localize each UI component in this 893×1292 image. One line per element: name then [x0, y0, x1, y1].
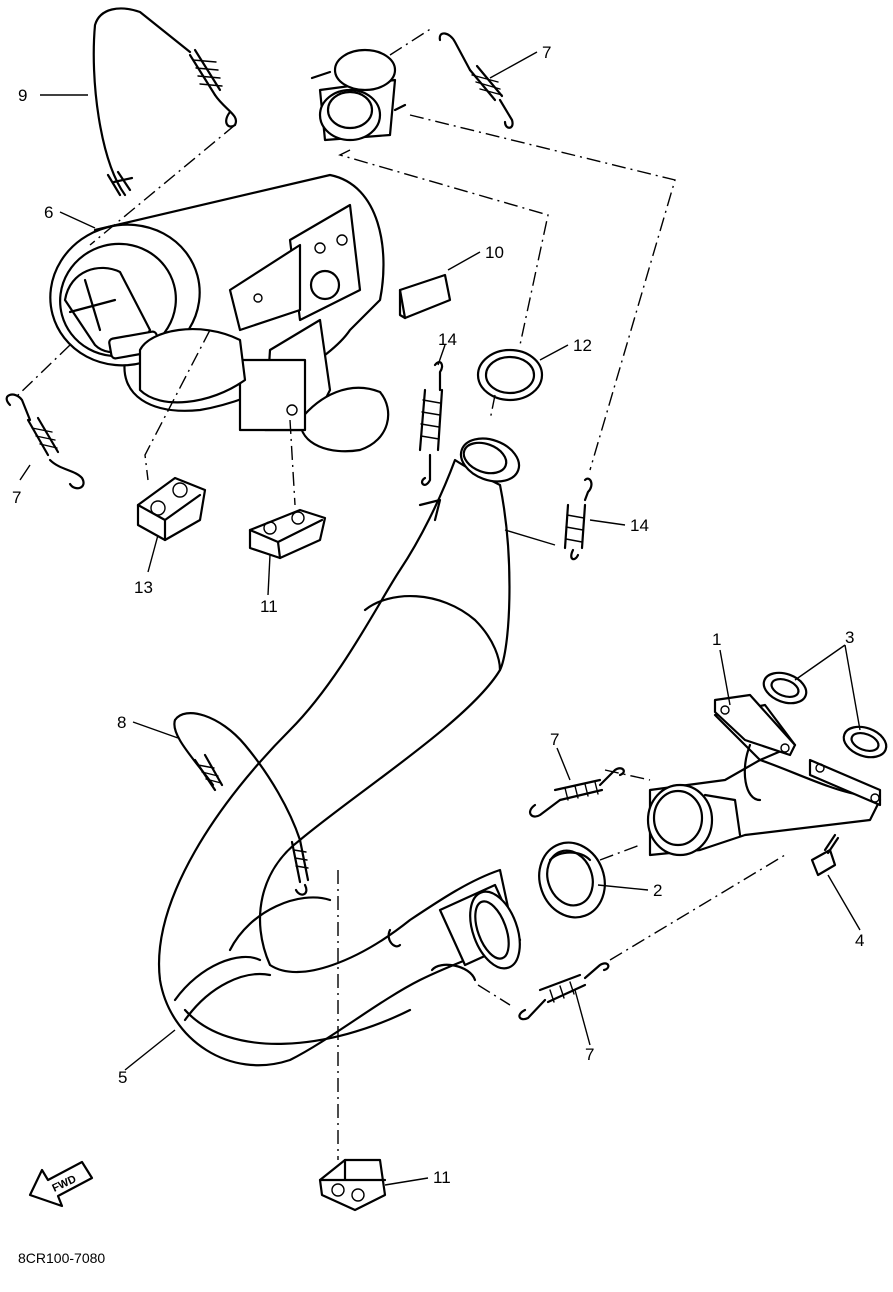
callout-labels: 1 2 3 4 5 6 7 7 7 7 8 9 10 11 11 12 13 1…	[12, 43, 864, 1187]
callout-14-left: 14	[438, 330, 457, 349]
damper-10	[398, 273, 452, 320]
spring-9	[92, 7, 238, 197]
spring-7-left	[5, 393, 85, 490]
assembly-lines	[14, 27, 786, 1160]
gasket-12	[476, 348, 544, 402]
spring-8	[173, 712, 310, 896]
exhaust-pipe-5	[157, 437, 522, 1067]
spring-7-mid	[528, 767, 625, 818]
exhaust-joint-1	[646, 693, 882, 857]
drawing-code: 8CR100-7080	[18, 1250, 105, 1266]
damper-13	[136, 476, 207, 542]
spring-14-right	[563, 477, 593, 561]
callout-10: 10	[485, 243, 504, 262]
spring-14-left	[418, 361, 444, 486]
callout-2: 2	[653, 881, 662, 900]
damper-11-upper	[248, 508, 327, 560]
callout-6: 6	[44, 203, 53, 222]
callout-7-lower: 7	[585, 1045, 594, 1064]
callout-11-upper: 11	[260, 597, 278, 616]
callout-3: 3	[845, 628, 854, 647]
silencer-joint	[310, 48, 407, 142]
bolt-4	[810, 833, 840, 877]
gasket-3b	[842, 725, 888, 759]
callout-7-left: 7	[12, 488, 21, 507]
callout-7-mid: 7	[550, 730, 559, 749]
callout-12: 12	[573, 336, 592, 355]
spring-7-top	[438, 32, 514, 129]
fwd-arrow-icon: FWD	[28, 1160, 94, 1208]
callout-5: 5	[118, 1068, 127, 1087]
gasket-2	[538, 841, 606, 919]
silencer	[49, 173, 390, 453]
gasket-3a	[762, 671, 808, 705]
leader-lines	[19, 51, 861, 1186]
spring-7-lower	[518, 962, 610, 1021]
callout-9: 9	[18, 86, 27, 105]
callout-14-right: 14	[630, 516, 649, 535]
callout-1: 1	[712, 630, 721, 649]
callout-13: 13	[134, 578, 153, 597]
callout-8: 8	[117, 713, 126, 732]
damper-11-lower	[318, 1158, 387, 1212]
callout-11-lower: 11	[433, 1168, 451, 1187]
callout-4: 4	[855, 931, 864, 950]
callout-7-top: 7	[542, 43, 551, 62]
